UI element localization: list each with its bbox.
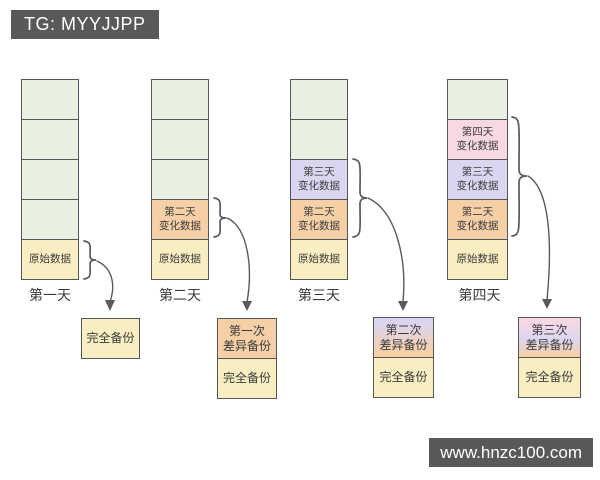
tg-watermark-badge: TG: MYYJJPP bbox=[11, 10, 159, 39]
backup-box-day4: 第三次 差异备份 完全备份 bbox=[518, 317, 581, 398]
empty-block bbox=[151, 159, 209, 200]
brace-day1 bbox=[83, 240, 97, 280]
diff-backup-3-cell: 第三次 差异备份 bbox=[518, 317, 581, 358]
empty-block bbox=[21, 119, 79, 160]
block-day2-changes: 第二天 变化数据 bbox=[447, 199, 508, 240]
day4-label: 第四天 bbox=[458, 287, 501, 303]
empty-block bbox=[21, 159, 79, 200]
stack-day3: 第三天 变化数据 第二天 变化数据 原始数据 bbox=[290, 79, 348, 280]
full-backup-cell: 完全备份 bbox=[518, 357, 581, 398]
backup-box-day2: 第一次 差异备份 完全备份 bbox=[217, 318, 277, 399]
day2-label: 第二天 bbox=[159, 287, 201, 303]
full-backup-cell: 完全备份 bbox=[373, 357, 434, 398]
block-original-data: 原始数据 bbox=[447, 239, 508, 280]
stack-day2: 第二天 变化数据 原始数据 bbox=[151, 79, 209, 280]
day3-label: 第三天 bbox=[298, 287, 340, 303]
diff-backup-2-cell: 第二次 差异备份 bbox=[373, 317, 434, 358]
block-day2-changes: 第二天 变化数据 bbox=[290, 199, 348, 240]
block-original-data: 原始数据 bbox=[290, 239, 348, 280]
empty-block bbox=[290, 79, 348, 120]
brace-day4 bbox=[511, 116, 528, 237]
arrow-day3 bbox=[367, 197, 405, 303]
empty-block bbox=[21, 199, 79, 240]
block-day3-changes: 第三天 变化数据 bbox=[447, 159, 508, 200]
empty-block bbox=[151, 79, 209, 120]
block-day3-changes: 第三天 变化数据 bbox=[290, 159, 348, 200]
empty-block bbox=[21, 79, 79, 120]
backup-box-day3: 第二次 差异备份 完全备份 bbox=[373, 317, 434, 398]
arrow-day2 bbox=[226, 217, 250, 303]
block-day2-changes: 第二天 变化数据 bbox=[151, 199, 209, 240]
day1-label: 第一天 bbox=[29, 287, 71, 303]
arrowhead-day4 bbox=[542, 299, 552, 309]
empty-block bbox=[290, 119, 348, 160]
block-day4-changes: 第四天 变化数据 bbox=[447, 119, 508, 160]
arrow-day1 bbox=[96, 260, 114, 303]
arrow-day4 bbox=[527, 175, 551, 301]
arrowhead-day1 bbox=[105, 300, 115, 311]
block-original-data: 原始数据 bbox=[21, 239, 79, 280]
arrowhead-day3 bbox=[398, 301, 408, 311]
stack-day4: 第四天 变化数据 第三天 变化数据 第二天 变化数据 原始数据 bbox=[447, 79, 508, 280]
full-backup-cell: 完全备份 bbox=[81, 318, 140, 359]
diff-backup-1-cell: 第一次 差异备份 bbox=[217, 318, 277, 359]
stack-day1: 原始数据 bbox=[21, 79, 79, 280]
brace-day3 bbox=[352, 158, 368, 238]
backup-box-day1: 完全备份 bbox=[81, 318, 140, 359]
empty-block bbox=[151, 119, 209, 160]
empty-block bbox=[447, 79, 508, 120]
block-original-data: 原始数据 bbox=[151, 239, 209, 280]
url-watermark-badge: www.hnzc100.com bbox=[429, 438, 593, 467]
brace-day2 bbox=[213, 197, 227, 238]
arrowhead-day2 bbox=[242, 301, 252, 311]
full-backup-cell: 完全备份 bbox=[217, 358, 277, 399]
